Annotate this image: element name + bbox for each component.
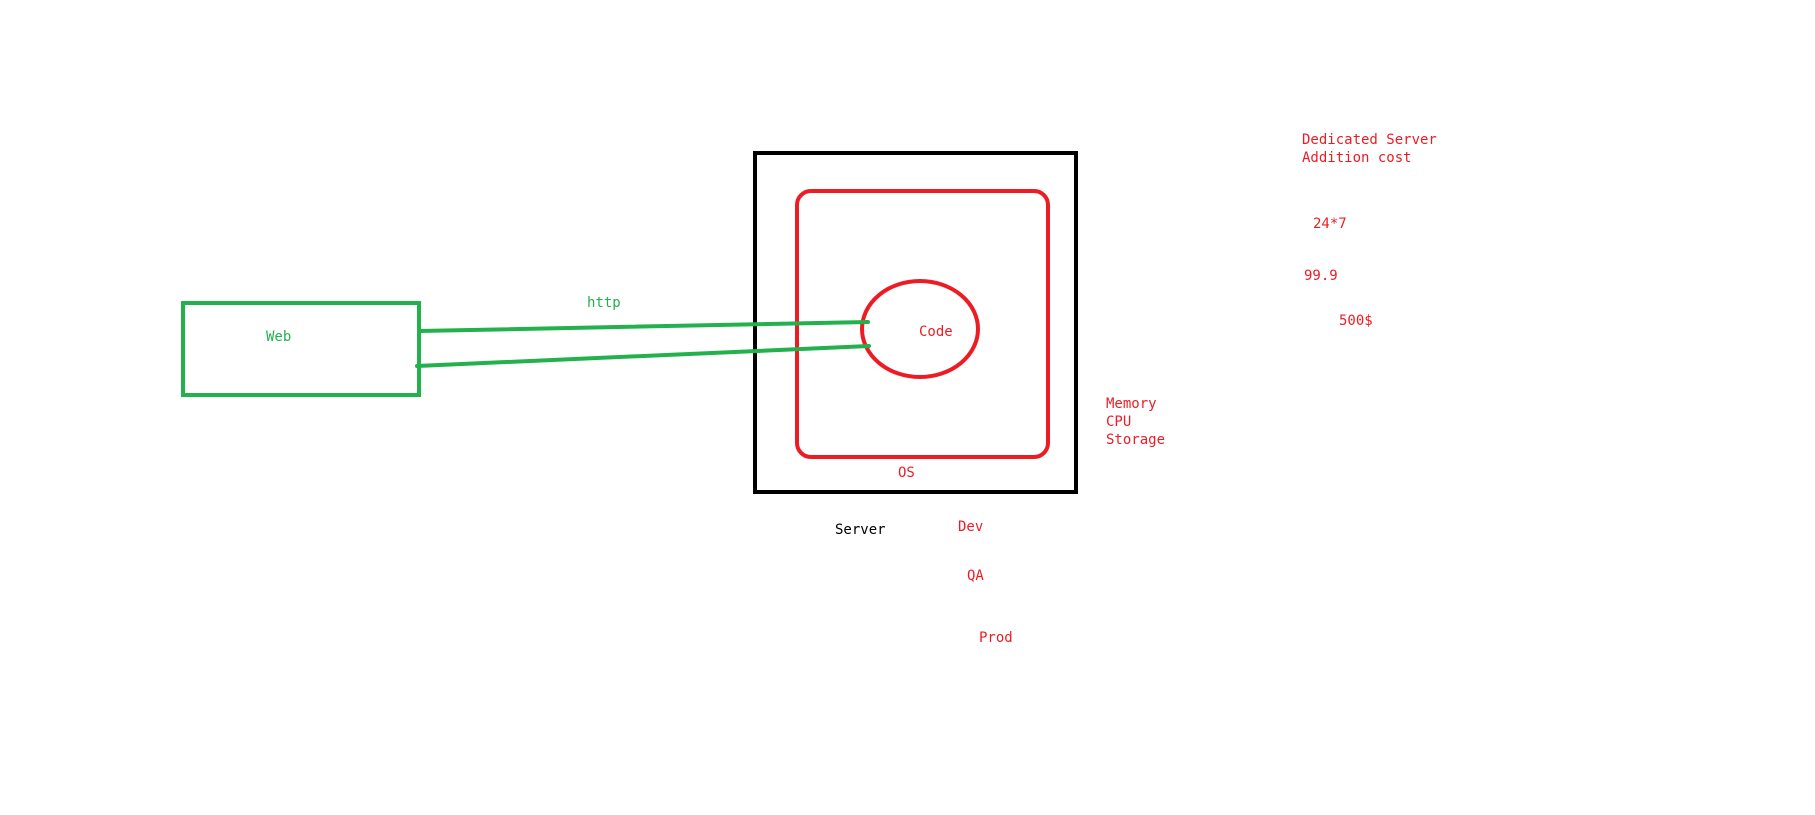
server-label: Server	[835, 522, 886, 538]
notes-availability: 24*7	[1313, 216, 1347, 232]
resource-storage: Storage	[1106, 432, 1165, 448]
code-circle	[860, 279, 980, 379]
env-qa: QA	[967, 568, 984, 584]
notes-uptime: 99.9	[1304, 268, 1338, 284]
code-label: Code	[919, 324, 953, 340]
os-label: OS	[898, 465, 915, 481]
resource-cpu: CPU	[1106, 414, 1131, 430]
env-prod: Prod	[979, 630, 1013, 646]
web-label: Web	[266, 329, 291, 345]
notes-title-line2: Addition cost	[1302, 150, 1412, 166]
http-line-lower	[415, 344, 871, 368]
http-label: http	[587, 295, 621, 311]
notes-title-line1: Dedicated Server	[1302, 132, 1437, 148]
web-box	[181, 301, 421, 397]
env-dev: Dev	[958, 519, 983, 535]
http-line-upper	[417, 320, 870, 333]
resource-memory: Memory	[1106, 396, 1157, 412]
notes-price: 500$	[1339, 313, 1373, 329]
